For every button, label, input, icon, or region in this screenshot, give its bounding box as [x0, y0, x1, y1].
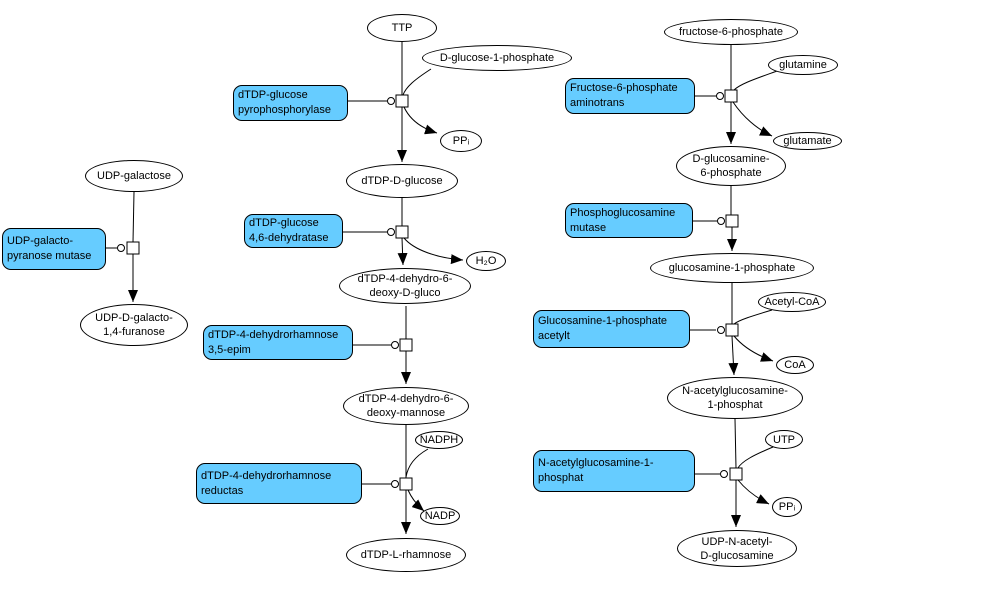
metabolite-dtdp-4-dehydro-6-deoxy-d-gluco[interactable]: dTDP-4-dehydro-6- deoxy-D-gluco	[339, 268, 471, 304]
cofactor-out-arrow	[732, 101, 773, 137]
enzyme-port-circle[interactable]	[117, 244, 125, 252]
reaction-square[interactable]	[729, 467, 743, 481]
enzyme-port-circle[interactable]	[391, 480, 399, 488]
cofactor-out-arrow	[403, 237, 464, 265]
reaction-fructose-6-phosphate-aminotrans	[695, 45, 778, 144]
reaction-square[interactable]	[126, 241, 140, 255]
enzyme-fructose-6-phosphate-aminotrans[interactable]: Fructose-6-phosphate aminotrans	[565, 78, 695, 114]
reaction-square[interactable]	[395, 94, 409, 108]
cofactor-in-edge	[402, 68, 432, 96]
enzyme-port-circle[interactable]	[387, 97, 395, 105]
metabolite-fructose-6-phosphate[interactable]: fructose-6-phosphate	[664, 19, 798, 45]
metabolite-glutamate[interactable]: glutamate	[773, 132, 842, 150]
metabolite-d-glucosamine-6-phosphate[interactable]: D-glucosamine- 6-phosphate	[676, 146, 786, 186]
cofactor-out-arrow	[737, 479, 770, 505]
product-arrow	[397, 237, 408, 266]
cofactor-out-arrow	[733, 335, 774, 362]
metabolite-coa[interactable]: CoA	[776, 356, 814, 374]
reaction-dtdp-4-dehydrorhamnose-reductas	[362, 425, 429, 534]
reaction-dtdp-4-dehydrorhamnose-35-epim	[353, 306, 413, 384]
cofactor-out-arrow	[407, 489, 425, 512]
metabolite-ppi-2[interactable]: PPᵢ	[772, 497, 802, 517]
metabolite-utp[interactable]: UTP	[765, 430, 803, 449]
metabolite-glutamine[interactable]: glutamine	[768, 55, 838, 75]
metabolite-udp-d-galacto-14-furanose[interactable]: UDP-D-galacto- 1,4-furanose	[80, 304, 188, 346]
enzyme-dtdp-glucose-46-dehydratase[interactable]: dTDP-glucose 4,6-dehydratase	[244, 214, 343, 248]
enzyme-dtdp-4-dehydrorhamnose-35-epim[interactable]: dTDP-4-dehydrorhamnose 3,5-epim	[203, 325, 353, 360]
reaction-square[interactable]	[399, 338, 413, 352]
cofactor-in-edge	[405, 448, 429, 478]
enzyme-glucosamine-1-phosphate-acetylt[interactable]: Glucosamine-1-phosphate acetylt	[533, 310, 690, 348]
cofactor-in-edge	[733, 309, 773, 325]
metabolite-nadph[interactable]: NADPH	[415, 431, 463, 449]
metabolite-ttp[interactable]: TTP	[367, 14, 437, 42]
product-arrow	[728, 335, 739, 376]
enzyme-port-circle[interactable]	[717, 217, 725, 225]
reaction-dtdp-glucose-pyrophosphorylase	[348, 42, 438, 162]
substrate-edge	[734, 418, 737, 469]
metabolite-udp-galactose[interactable]: UDP-galactose	[85, 160, 183, 192]
reaction-square[interactable]	[399, 477, 413, 491]
metabolite-dtdp-d-glucose[interactable]: dTDP-D-glucose	[346, 164, 458, 198]
substrate-edge	[132, 191, 135, 243]
reaction-phosphoglucosamine-mutase	[693, 186, 739, 251]
enzyme-n-acetylglucosamine-1-phosphat[interactable]: N-acetylglucosamine-1- phosphat	[533, 450, 695, 492]
reaction-n-acetylglucosamine-1-phosphat	[695, 418, 774, 527]
enzyme-port-circle[interactable]	[717, 326, 725, 334]
reaction-square[interactable]	[724, 89, 738, 103]
metabolite-n-acetylglucosamine-1-phosphat[interactable]: N-acetylglucosamine- 1-phosphat	[667, 377, 803, 419]
metabolite-udp-n-acetyl-d-glucosamine[interactable]: UDP-N-acetyl- D-glucosamine	[677, 530, 797, 567]
metabolite-glucosamine-1-phosphate[interactable]: glucosamine-1-phosphate	[650, 253, 814, 283]
metabolite-ppi[interactable]: PPᵢ	[440, 130, 482, 152]
metabolite-nadp[interactable]: NADP	[420, 507, 460, 525]
enzyme-port-circle[interactable]	[387, 228, 395, 236]
enzyme-udp-galacto-pyranose-mutase[interactable]: UDP-galacto- pyranose mutase	[2, 228, 106, 270]
metabolite-h2o[interactable]: H₂O	[466, 251, 506, 271]
enzyme-dtdp-4-dehydrorhamnose-reductas[interactable]: dTDP-4-dehydrorhamnose reductas	[196, 463, 362, 504]
metabolite-dtdp-l-rhamnose[interactable]: dTDP-L-rhamnose	[346, 538, 466, 572]
enzyme-port-circle[interactable]	[716, 92, 724, 100]
reaction-square[interactable]	[395, 225, 409, 239]
reaction-square[interactable]	[725, 214, 739, 228]
enzyme-dtdp-glucose-pyrophosphorylase[interactable]: dTDP-glucose pyrophosphorylase	[233, 85, 348, 121]
cofactor-in-edge	[733, 70, 778, 91]
reaction-square[interactable]	[725, 323, 739, 337]
cofactor-out-arrow	[403, 106, 438, 135]
reaction-glucosamine-1-phosphate-acetylt	[690, 283, 774, 376]
metabolite-dtdp-4-dehydro-6-deoxy-mannose[interactable]: dTDP-4-dehydro-6- deoxy-mannose	[343, 387, 469, 425]
enzyme-port-circle[interactable]	[720, 470, 728, 478]
cofactor-in-edge	[737, 446, 774, 469]
metabolite-acetyl-coa[interactable]: Acetyl-CoA	[758, 292, 826, 312]
reaction-dtdp-glucose-46-dehydratase	[343, 198, 464, 266]
reaction-udp-galacto-pyranose-mutase	[106, 191, 140, 302]
enzyme-port-circle[interactable]	[391, 341, 399, 349]
metabolite-d-glucose-1-phosphate[interactable]: D-glucose-1-phosphate	[422, 45, 572, 71]
enzyme-phosphoglucosamine-mutase[interactable]: Phosphoglucosamine mutase	[565, 203, 693, 238]
